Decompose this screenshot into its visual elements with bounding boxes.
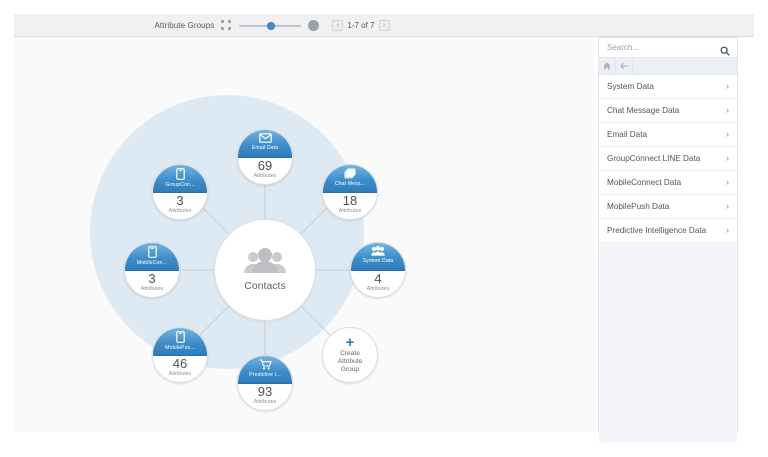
chevron-right-icon: › bbox=[726, 177, 729, 187]
pagination-label: 1-7 of 7 bbox=[347, 20, 375, 30]
search-input[interactable] bbox=[599, 38, 737, 57]
node-body: 4 Attributes bbox=[351, 271, 405, 297]
list-item-label: GroupConnect LINE Data bbox=[607, 154, 701, 163]
node-email-data[interactable]: Email Data 69 Attributes bbox=[237, 129, 293, 185]
cart-icon bbox=[259, 359, 272, 370]
list-empty-area bbox=[599, 243, 737, 443]
hub-contacts[interactable]: Contacts bbox=[214, 219, 316, 321]
right-panel: System Data › Chat Message Data › Email … bbox=[598, 37, 738, 443]
zoom-circle-icon[interactable] bbox=[308, 19, 320, 31]
pagination: ‹ 1-7 of 7 › bbox=[332, 19, 390, 31]
node-system-data[interactable]: System Data 4 Attributes bbox=[350, 242, 406, 298]
home-icon[interactable] bbox=[599, 57, 616, 75]
plus-icon: + bbox=[345, 334, 355, 351]
node-unit: Attributes bbox=[168, 208, 192, 214]
list-item-label: MobileConnect Data bbox=[607, 178, 682, 187]
list-item-label: System Data bbox=[607, 82, 654, 91]
node-count: 46 bbox=[172, 356, 188, 371]
chevron-right-icon: › bbox=[726, 225, 729, 235]
contacts-people-icon bbox=[243, 248, 287, 279]
chevron-right-icon: › bbox=[726, 153, 729, 163]
node-title: MobileCon... bbox=[136, 259, 168, 266]
chevron-right-icon: › bbox=[726, 105, 729, 115]
grid-dots-icon[interactable] bbox=[221, 19, 232, 31]
next-page-button[interactable]: › bbox=[378, 19, 390, 31]
node-unit: Attributes bbox=[338, 208, 362, 214]
node-body: 93 Attributes bbox=[238, 384, 292, 410]
list-item-label: MobilePush Data bbox=[607, 202, 670, 211]
list-item[interactable]: GroupConnect LINE Data › bbox=[599, 147, 737, 171]
list-item[interactable]: Chat Message Data › bbox=[599, 99, 737, 123]
back-arrow-icon[interactable] bbox=[616, 57, 633, 75]
node-chat-message[interactable]: Chat Mess... 18 Attributes bbox=[322, 164, 378, 220]
node-mobile-connect[interactable]: MobileCon... 3 Attributes bbox=[124, 242, 180, 298]
node-title: Predictive I... bbox=[249, 371, 281, 378]
node-body: 46 Attributes bbox=[153, 356, 207, 382]
node-count: 93 bbox=[257, 384, 273, 399]
toolbar-title: Attribute Groups bbox=[154, 20, 215, 30]
list-item[interactable]: MobilePush Data › bbox=[599, 195, 737, 219]
node-unit: Attributes bbox=[366, 286, 390, 292]
hub-label: Contacts bbox=[244, 280, 286, 292]
node-count: 3 bbox=[148, 271, 156, 286]
node-title: MobilePus... bbox=[165, 344, 195, 351]
list-item-label: Predictive Intelligence Data bbox=[607, 226, 707, 235]
toolbar: Attribute Groups ‹ 1-7 of 7 › bbox=[14, 14, 754, 37]
node-title: Chat Mess... bbox=[334, 180, 366, 187]
list-item[interactable]: MobileConnect Data › bbox=[599, 171, 737, 195]
people-icon bbox=[371, 246, 385, 256]
diagram-canvas[interactable]: Contacts Email Data 69 Attributes bbox=[14, 37, 594, 432]
create-line-1: Create bbox=[340, 350, 360, 357]
node-group-connect[interactable]: GroupCon... 3 Attributes bbox=[152, 164, 208, 220]
prev-page-button[interactable]: ‹ bbox=[332, 19, 344, 31]
mobile-icon bbox=[175, 331, 185, 343]
node-unit: Attributes bbox=[253, 173, 277, 179]
node-unit: Attributes bbox=[140, 286, 164, 292]
node-title: System Data bbox=[362, 257, 394, 264]
zoom-slider[interactable] bbox=[239, 20, 302, 31]
node-title: Email Data bbox=[251, 144, 279, 151]
mobile-icon bbox=[175, 168, 185, 180]
mobile-icon bbox=[147, 246, 157, 258]
node-body: 3 Attributes bbox=[153, 193, 207, 219]
list-item-label: Chat Message Data bbox=[607, 106, 680, 115]
spoke-lines bbox=[152, 157, 378, 383]
node-count: 4 bbox=[374, 271, 382, 286]
chevron-right-icon: › bbox=[726, 129, 729, 139]
chevron-right-icon: › bbox=[726, 201, 729, 211]
toolbar-controls: Attribute Groups ‹ 1-7 of 7 › bbox=[154, 19, 390, 31]
breadcrumb bbox=[599, 57, 737, 75]
search-icon[interactable] bbox=[720, 43, 730, 61]
slider-handle[interactable] bbox=[267, 21, 276, 30]
node-predictive-intelligence[interactable]: Predictive I... 93 Attributes bbox=[237, 355, 293, 411]
list-item-label: Email Data bbox=[607, 130, 648, 139]
node-count: 18 bbox=[342, 193, 358, 208]
pages-icon bbox=[344, 168, 356, 179]
search-row bbox=[599, 38, 737, 58]
node-body: 18 Attributes bbox=[323, 193, 377, 219]
list-item[interactable]: Predictive Intelligence Data › bbox=[599, 219, 737, 243]
node-mobile-push[interactable]: MobilePus... 46 Attributes bbox=[152, 327, 208, 383]
node-unit: Attributes bbox=[168, 371, 192, 377]
chevron-right-icon: › bbox=[726, 81, 729, 91]
node-count: 69 bbox=[257, 158, 273, 173]
node-body: 3 Attributes bbox=[125, 271, 179, 297]
node-title: GroupCon... bbox=[165, 181, 195, 188]
list-item[interactable]: Email Data › bbox=[599, 123, 737, 147]
node-unit: Attributes bbox=[253, 399, 277, 405]
list-item[interactable]: System Data › bbox=[599, 75, 737, 99]
node-create-attribute-group[interactable]: + Create Attribute Group bbox=[322, 327, 378, 383]
envelope-icon bbox=[258, 133, 272, 143]
node-count: 3 bbox=[176, 193, 184, 208]
create-line-2: Attribute bbox=[337, 358, 363, 365]
create-line-3: Group bbox=[340, 366, 360, 373]
node-body: 69 Attributes bbox=[238, 158, 292, 184]
data-extension-list: System Data › Chat Message Data › Email … bbox=[599, 75, 737, 243]
